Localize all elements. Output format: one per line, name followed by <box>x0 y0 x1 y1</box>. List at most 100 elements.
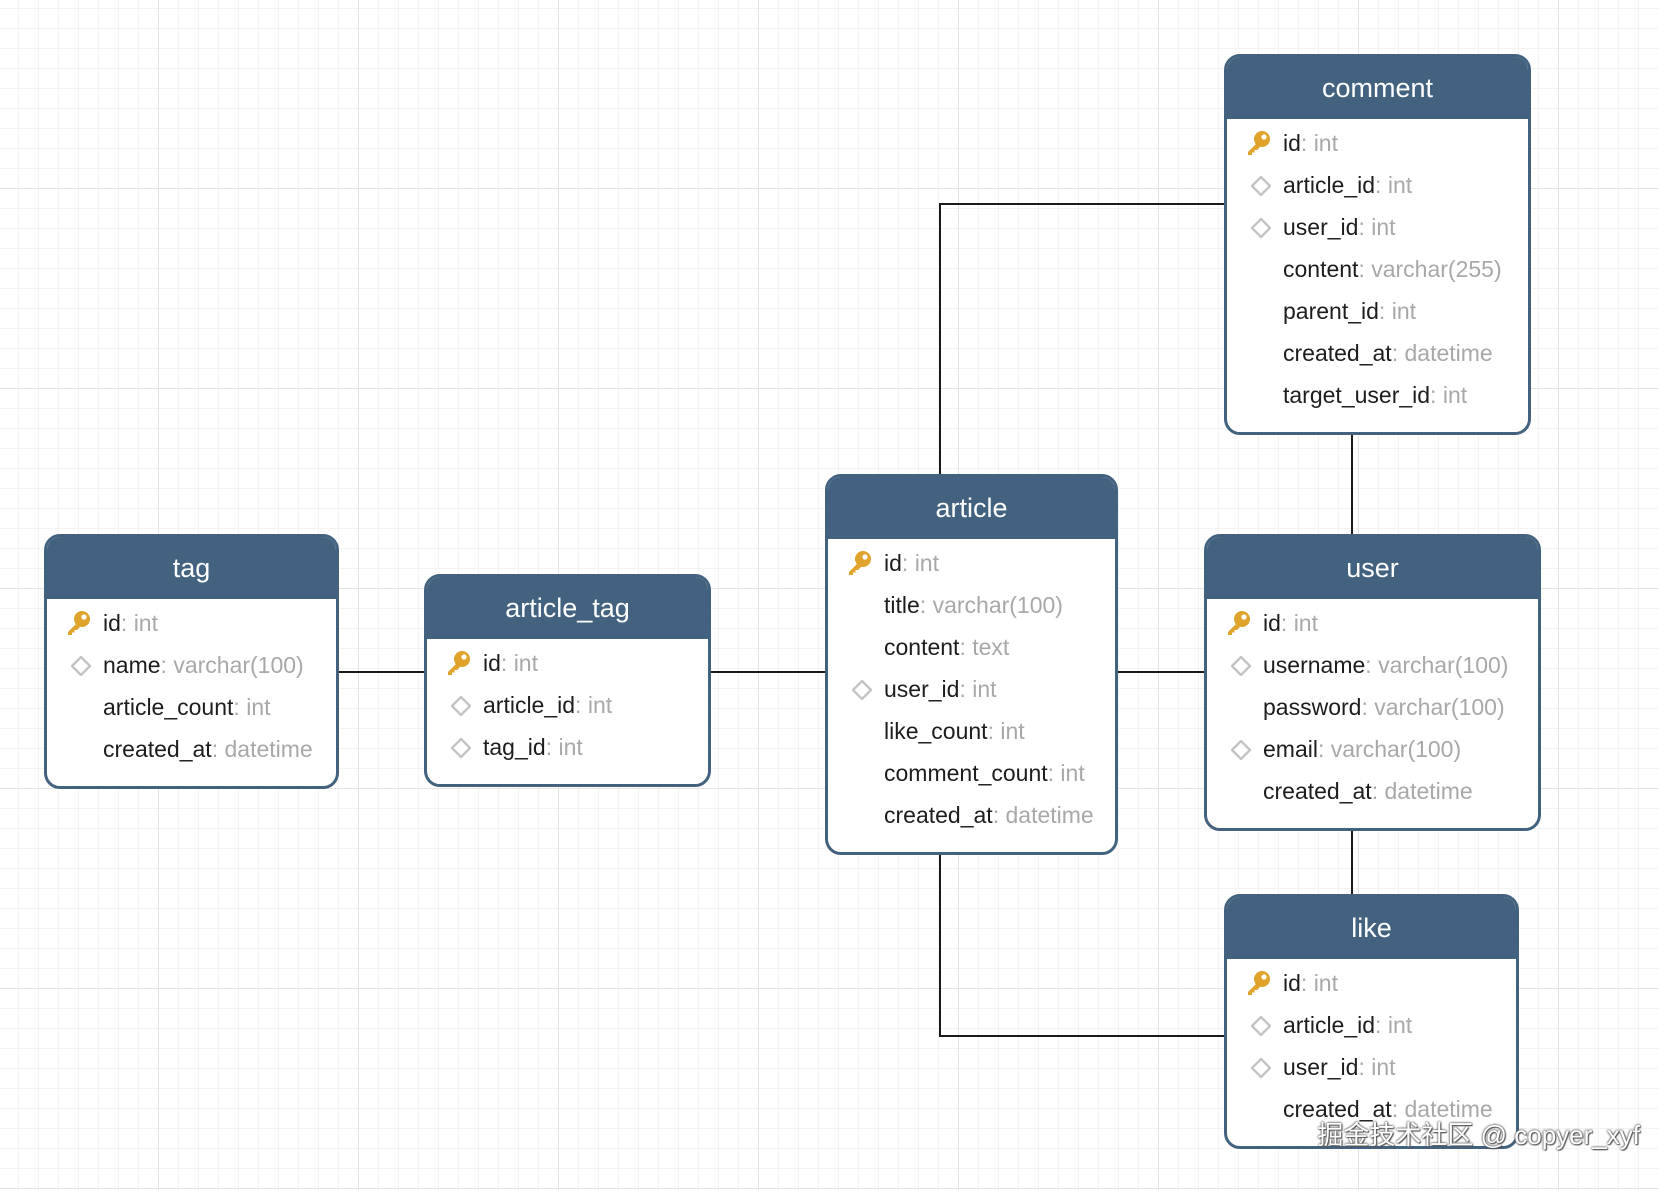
field-row[interactable]: created_at: datetime <box>1227 332 1528 374</box>
field-separator: : <box>233 694 247 720</box>
field-separator: : <box>1317 736 1331 762</box>
field-separator: : <box>1361 694 1375 720</box>
field-name: content <box>884 634 960 660</box>
entity-title[interactable]: article <box>828 477 1115 539</box>
field-row[interactable]: user_id: int <box>1227 1046 1516 1088</box>
relation-line-article-like[interactable] <box>939 842 1224 1037</box>
field-row[interactable]: article_id: int <box>1227 164 1528 206</box>
field-row[interactable]: username: varchar(100) <box>1207 644 1538 686</box>
entity-title[interactable]: article_tag <box>427 577 708 639</box>
field-type: int <box>1313 970 1338 996</box>
field-name: id <box>103 610 121 636</box>
field-row[interactable]: tag_id: int <box>427 726 708 768</box>
field-row[interactable]: email: varchar(100) <box>1207 728 1538 770</box>
field-separator: : <box>545 734 559 760</box>
field-name: title <box>884 592 920 618</box>
field-row[interactable]: created_at: datetime <box>1207 770 1538 812</box>
field-separator: : <box>500 650 514 676</box>
field-type: datetime <box>1384 778 1473 804</box>
field-type: varchar(100) <box>1374 694 1505 720</box>
field-row[interactable]: article_id: int <box>427 684 708 726</box>
field-row[interactable]: id: int <box>1227 122 1528 164</box>
key-icon <box>68 611 90 635</box>
field-type: int <box>1000 718 1025 744</box>
field-separator: : <box>1371 778 1385 804</box>
diamond-icon <box>71 656 91 676</box>
field-separator: : <box>1391 340 1405 366</box>
field-name: password <box>1263 694 1362 720</box>
field-row[interactable]: like_count: int <box>828 710 1115 752</box>
key-icon <box>849 551 871 575</box>
field-separator: : <box>1280 610 1294 636</box>
key-icon <box>448 651 470 675</box>
field-row[interactable]: password: varchar(100) <box>1207 686 1538 728</box>
key-icon <box>1248 131 1270 155</box>
field-type: int <box>513 650 538 676</box>
key-icon <box>1248 971 1270 995</box>
field-row[interactable]: id: int <box>828 542 1115 584</box>
field-row[interactable]: created_at: datetime <box>47 728 336 770</box>
field-row[interactable]: id: int <box>1207 602 1538 644</box>
field-separator: : <box>901 550 915 576</box>
field-name: created_at <box>1263 778 1372 804</box>
field-row[interactable]: id: int <box>1227 962 1516 1004</box>
field-row[interactable]: title: varchar(100) <box>828 584 1115 626</box>
field-row[interactable]: article_id: int <box>1227 1004 1516 1046</box>
field-name: username <box>1263 652 1366 678</box>
field-separator: : <box>1047 760 1061 786</box>
field-type: text <box>972 634 1010 660</box>
field-name: article_id <box>483 692 576 718</box>
diamond-icon <box>1251 1058 1271 1078</box>
diamond-icon <box>1231 740 1251 760</box>
field-type: int <box>1387 172 1413 198</box>
field-name: tag_id <box>483 734 546 760</box>
entity-title[interactable]: comment <box>1227 57 1528 119</box>
field-row[interactable]: name: varchar(100) <box>47 644 336 686</box>
field-type: varchar(100) <box>932 592 1063 618</box>
field-type: datetime <box>1005 802 1094 828</box>
field-name: parent_id <box>1283 298 1379 324</box>
field-row[interactable]: parent_id: int <box>1227 290 1528 332</box>
field-type: datetime <box>1404 1096 1493 1122</box>
field-row[interactable]: user_id: int <box>828 668 1115 710</box>
diamond-icon <box>1251 218 1271 238</box>
field-name: id <box>1263 610 1281 636</box>
field-name: name <box>103 652 161 678</box>
field-row[interactable]: id: int <box>427 642 708 684</box>
field-separator: : <box>1365 652 1379 678</box>
field-row[interactable]: target_user_id: int <box>1227 374 1528 416</box>
field-row[interactable]: content: varchar(255) <box>1227 248 1528 290</box>
field-separator: : <box>1358 1054 1372 1080</box>
field-row[interactable]: id: int <box>47 602 336 644</box>
field-type: int <box>1371 1054 1396 1080</box>
field-name: user_id <box>1283 214 1359 240</box>
entity-title[interactable]: tag <box>47 537 336 599</box>
entity-title[interactable]: like <box>1227 897 1516 959</box>
field-type: int <box>1313 130 1338 156</box>
field-type: int <box>587 692 613 718</box>
field-row[interactable]: comment_count: int <box>828 752 1115 794</box>
field-type: datetime <box>224 736 313 762</box>
entity-title[interactable]: user <box>1207 537 1538 599</box>
field-row[interactable]: content: text <box>828 626 1115 668</box>
field-separator: : <box>120 610 134 636</box>
field-type: int <box>1371 214 1396 240</box>
diamond-icon <box>451 738 471 758</box>
field-row[interactable]: article_count: int <box>47 686 336 728</box>
field-row[interactable]: created_at: datetime <box>1227 1088 1516 1130</box>
relation-line-article-comment[interactable] <box>939 203 1224 474</box>
diamond-icon <box>1251 1016 1271 1036</box>
field-row[interactable]: user_id: int <box>1227 206 1528 248</box>
watermark: 掘金技术社区 @ copyer_xyf <box>1317 1120 1640 1150</box>
field-row[interactable]: created_at: datetime <box>828 794 1115 836</box>
